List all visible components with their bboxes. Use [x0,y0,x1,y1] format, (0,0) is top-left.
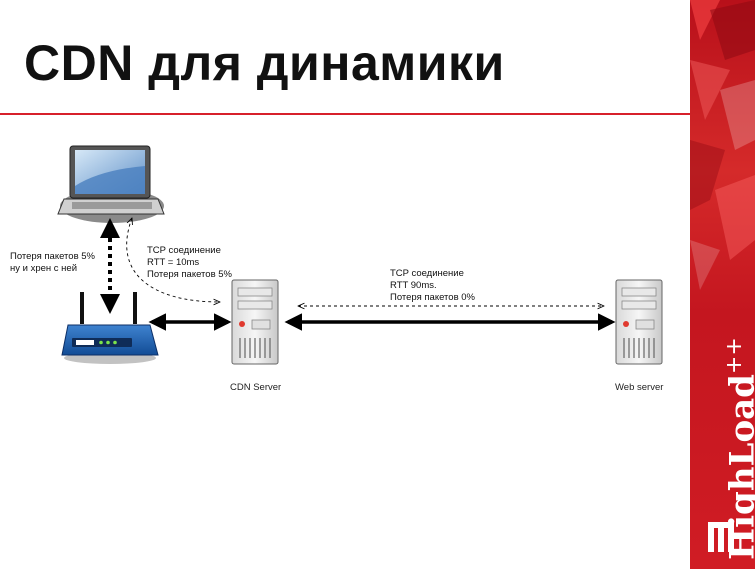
brand-pattern [690,0,755,290]
client-loss-line1: Потеря пакетов 5% [10,251,95,262]
tcp-cdn-web-note: TCP соединение RTT 90ms. Потеря пакетов … [390,268,475,304]
tcp-client-cdn-line3: Потеря пакетов 5% [147,269,232,280]
cdn-server-label: CDN Server [230,382,282,393]
tcp-client-cdn-line2: RTT = 10ms [147,257,200,268]
network-diagram [57,145,663,365]
tcp-cdn-web-line2: RTT 90ms. [390,280,437,291]
brand-suffix: ++ [722,337,747,375]
tcp-cdn-web-line1: TCP соединение [390,268,464,279]
client-loss-note: Потеря пакетов 5% ну и хрен с ней [10,251,95,275]
page-title: CDN для динамики [24,35,505,91]
highload-logo-icon [708,522,734,552]
laptop-icon [57,145,165,223]
tcp-client-cdn-arrow [126,218,220,302]
web-server-icon [615,279,663,365]
tcp-client-cdn-line1: TCP соединение [147,245,221,256]
client-loss-line2: ну и хрен с ней [10,263,78,274]
router-icon [61,292,159,364]
tcp-cdn-web-line3: Потеря пакетов 0% [390,292,475,303]
web-server-label: Web server [615,382,664,393]
cdn-server-icon [231,279,279,365]
brand-sidebar [690,0,755,569]
tcp-client-cdn-note: TCP соединение RTT = 10ms Потеря пакетов… [147,245,232,281]
title-divider [0,113,690,115]
